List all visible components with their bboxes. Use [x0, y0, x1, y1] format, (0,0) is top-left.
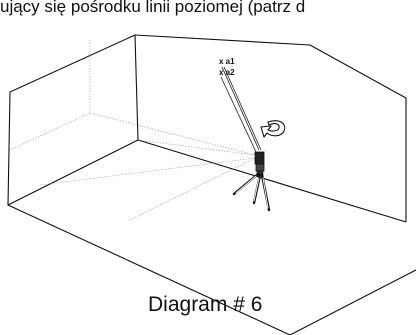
leg-right-highlight: [262, 177, 269, 209]
laser-line-back: [89, 112, 256, 156]
beam-a1: [221, 66, 260, 151]
leg-middle-highlight: [253, 177, 260, 202]
room-box: [7, 34, 416, 335]
beam-a1-b: [223, 66, 262, 151]
beams: [220, 66, 262, 153]
device-body: [254, 151, 265, 165]
rotation-arrow-icon: [260, 120, 286, 138]
diagram-caption: Diagram # 6: [148, 293, 262, 316]
laser-device-icon: [254, 151, 265, 177]
laser-line-left-wall: [9, 112, 91, 151]
laser-line-floor-front: [39, 157, 256, 186]
mark-a1-label: x a1: [219, 57, 235, 66]
leg-left-highlight: [235, 175, 257, 194]
floor-front-edge: [7, 204, 416, 335]
back-wall-outline: [134, 34, 407, 99]
laser-lines: [9, 40, 256, 221]
tripod-leg-highlights: [235, 175, 269, 209]
beam-a2: [220, 76, 257, 153]
header-text: ujący się pośrodku linii poziomej (patrz…: [0, 0, 306, 16]
device-head: [255, 163, 265, 172]
laser-line-front: [129, 157, 256, 221]
back-floor-edge: [137, 139, 407, 223]
laser-line-floor: [137, 139, 256, 156]
left-wall-outline: [7, 34, 139, 206]
mark-a2-label: x a2: [219, 68, 235, 77]
